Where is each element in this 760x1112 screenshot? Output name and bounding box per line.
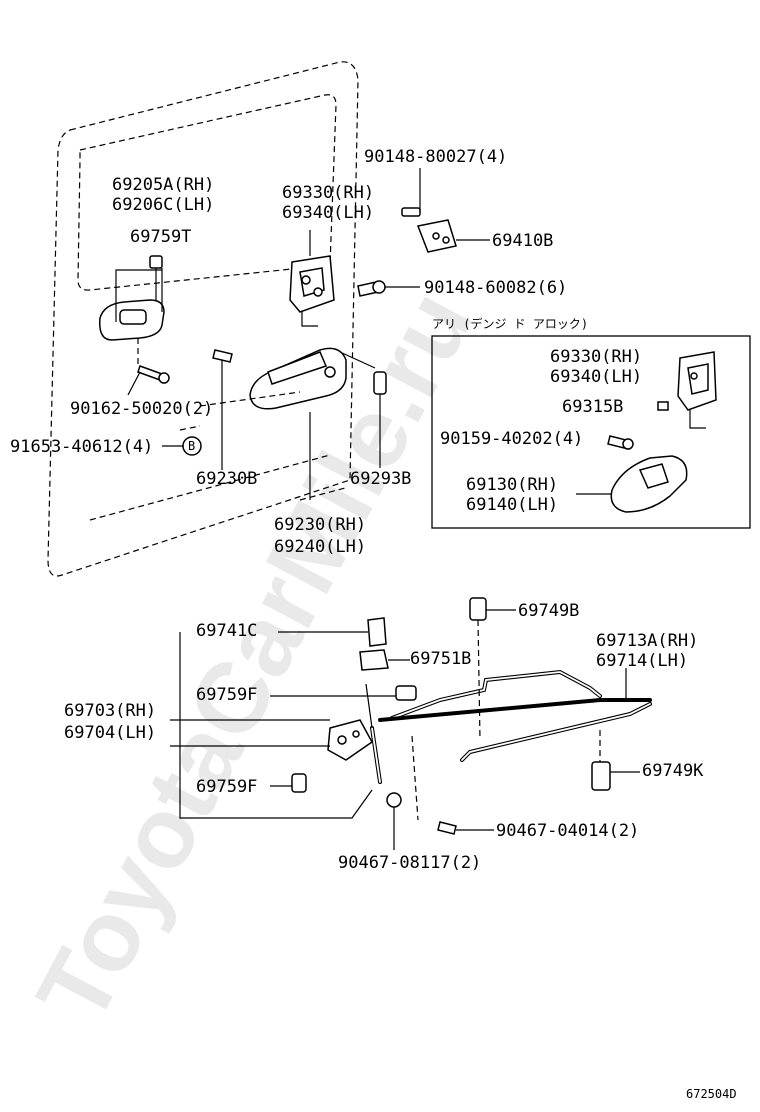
clip-69749k [591, 730, 640, 791]
ref-marker-b [162, 425, 202, 456]
clip-69759f-lower [270, 773, 307, 793]
label-69340-lh-top: 69340(LH) [282, 203, 374, 223]
outside-handle-part [199, 347, 376, 500]
label-69205a-rh: 69205A(RH) [112, 175, 214, 195]
label-69759t: 69759T [130, 227, 191, 247]
label-69330-rh-top: 69330(RH) [282, 183, 374, 203]
label-69230-rh: 69230(RH) [274, 515, 366, 535]
rod-clip-69293b [373, 371, 387, 468]
label-90159-40202: 90159-40202(4) [440, 429, 583, 449]
bolt-90467-04014 [411, 735, 494, 835]
clip-69751b [359, 649, 410, 671]
label-90467-04014: 90467-04014(2) [496, 821, 639, 841]
label-90162-50020: 90162-50020(2) [70, 399, 213, 419]
label-90148-60082: 90148-60082(6) [424, 278, 567, 298]
label-69340-lh-box: 69340(LH) [550, 367, 642, 387]
label-69230b: 69230B [196, 469, 257, 489]
inside-handle-part [99, 268, 165, 341]
marker-b-label: B [188, 439, 195, 453]
clip-69759t [149, 255, 163, 300]
screw-90162 [127, 338, 170, 396]
striker-69410b [416, 219, 490, 253]
label-69741c: 69741C [196, 621, 257, 641]
label-69130-rh: 69130(RH) [466, 475, 558, 495]
door-outline [47, 61, 359, 577]
clip-69759f-upper [270, 685, 417, 701]
bolt-90467-08117 [386, 792, 402, 850]
label-69140-lh: 69140(LH) [466, 495, 558, 515]
label-69751b: 69751B [410, 649, 471, 669]
clip-69741c [278, 617, 387, 647]
bolt-90148-60082 [357, 280, 420, 297]
door-lock-assembly [289, 230, 335, 327]
label-69759f-upper: 69759F [196, 685, 257, 705]
lock-rod-assembly [327, 669, 652, 784]
label-69703-rh: 69703(RH) [64, 701, 156, 721]
label-69713a-rh: 69713A(RH) [596, 631, 698, 651]
bolt-90148-80027 [401, 168, 421, 217]
label-69759f-lower: 69759F [196, 777, 257, 797]
label-69206c-lh: 69206C(LH) [112, 195, 214, 215]
label-69704-lh: 69704(LH) [64, 723, 156, 743]
label-90467-08117: 90467-08117(2) [338, 853, 481, 873]
label-69293b: 69293B [350, 469, 411, 489]
power-door-lock-box [431, 335, 751, 529]
label-69714-lh: 69714(LH) [596, 651, 688, 671]
box-caption: アリ (デンジ ド アロック) [432, 316, 588, 331]
label-69330-rh-box: 69330(RH) [550, 347, 642, 367]
label-69749b: 69749B [518, 601, 579, 621]
figure-code: 672504D [686, 1087, 737, 1101]
label-69240-lh: 69240(LH) [274, 537, 366, 557]
label-69410b: 69410B [492, 231, 553, 251]
label-90148-80027: 90148-80027(4) [364, 147, 507, 167]
label-69315b: 69315B [562, 397, 623, 417]
label-91653-40612: 91653-40612(4) [10, 437, 153, 457]
clip-69749b [469, 597, 516, 741]
leader-bracket-lines [170, 632, 627, 819]
label-69749k: 69749K [642, 761, 704, 781]
